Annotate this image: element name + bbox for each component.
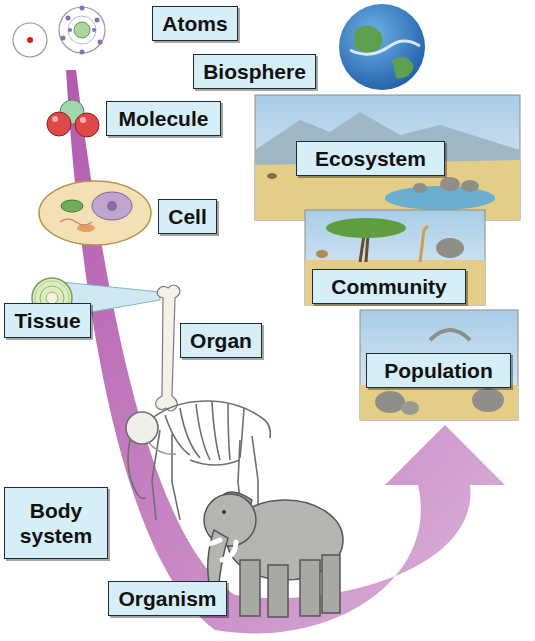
molecule-icon-part	[52, 116, 58, 122]
level-label: Biosphere	[203, 59, 306, 84]
level-label: Cell	[168, 204, 207, 229]
population-scene-part	[472, 388, 504, 412]
earth-icon-part	[339, 4, 425, 90]
level-label-box: Organism	[108, 581, 227, 616]
community-scene-part	[316, 250, 328, 258]
elephant-icon-part	[268, 565, 288, 617]
population-scene-part	[401, 401, 419, 415]
community-scene-part	[360, 235, 368, 262]
molecule-icon-part	[47, 112, 71, 136]
community-scene	[305, 210, 485, 305]
atom-icons-part	[68, 28, 72, 32]
atom-icons-part	[80, 50, 85, 55]
cell-icon-part	[92, 192, 132, 220]
cell-icon-part	[60, 219, 92, 225]
level-label: Population	[384, 358, 493, 383]
molecule-icon-part	[75, 113, 99, 137]
level-label-box: Biosphere	[193, 54, 316, 89]
level-label: Ecosystem	[315, 146, 426, 171]
atom-icons-part	[80, 6, 85, 11]
level-label: Tissue	[14, 308, 80, 333]
bone-icon	[156, 285, 180, 411]
level-label-box: Cell	[158, 199, 217, 234]
level-label: Organ	[190, 328, 252, 353]
elephant-icon-part	[190, 536, 220, 544]
atom-icons-part	[95, 18, 100, 23]
level-label-box: Atoms	[152, 6, 238, 41]
cell-icon-part	[107, 201, 117, 211]
ecosystem-scene-part	[255, 112, 520, 220]
skeleton-icon-part	[126, 412, 158, 444]
ecosystem-scene-part	[413, 183, 427, 193]
population-scene	[360, 310, 518, 420]
bone-icon-part	[156, 285, 180, 411]
atom-icons-part	[98, 40, 103, 45]
level-label-box: Ecosystem	[296, 141, 445, 176]
level-label: Community	[331, 274, 447, 299]
skeleton-icon-part	[190, 460, 240, 465]
elephant-icon-part	[322, 555, 340, 613]
atom-icons	[13, 6, 105, 58]
atom-icons-part	[74, 22, 90, 38]
earth-icon-part	[350, 41, 420, 54]
elephant-icon-part	[222, 510, 226, 514]
elephant-icon-part	[240, 560, 260, 616]
level-label-box: Population	[366, 353, 511, 388]
ecosystem-scene-part	[461, 180, 479, 192]
level-label-box: Body system	[4, 487, 108, 559]
atom-icons-part	[68, 16, 96, 44]
ecosystem-scene-part	[385, 186, 495, 210]
atom-icons-part	[66, 16, 71, 21]
community-scene-part	[305, 260, 485, 305]
atom-icons-part	[61, 36, 66, 41]
cell-icon-part	[61, 200, 83, 212]
skeleton-icon-part	[128, 440, 146, 498]
atom-icons-part	[13, 23, 47, 57]
ecosystem-scene	[255, 95, 520, 220]
level-label: Atoms	[162, 11, 227, 36]
skeleton-icon-part	[150, 401, 262, 420]
community-scene-part	[326, 218, 406, 238]
community-scene-part	[436, 238, 464, 258]
atom-icons-part	[27, 37, 33, 43]
elephant-icon-part	[300, 560, 320, 616]
skeleton-icon-part	[262, 418, 270, 438]
ecosystem-scene-part	[255, 95, 520, 220]
skeleton-icon-part	[148, 442, 176, 454]
population-scene-part	[430, 330, 470, 340]
community-scene-part	[420, 226, 428, 262]
cell-icon-part	[39, 181, 151, 245]
skeleton-icon-part	[165, 402, 244, 460]
atom-icons-part	[59, 7, 105, 53]
level-label: Organism	[118, 586, 216, 611]
level-label-box: Molecule	[106, 101, 221, 136]
population-scene-part	[360, 310, 518, 420]
community-scene-part	[305, 210, 485, 305]
population-scene-part	[360, 385, 518, 420]
elephant-icon-part	[222, 542, 236, 560]
population-scene-part	[375, 391, 405, 413]
molecule-icon-part	[80, 117, 86, 123]
earth-icon-part	[354, 25, 383, 53]
ecosystem-scene-part	[267, 173, 277, 179]
atom-icons-part	[92, 28, 96, 32]
molecule-icon	[47, 100, 99, 137]
earth-icon	[339, 4, 425, 90]
level-label: Molecule	[119, 106, 209, 131]
level-label-box: Organ	[180, 323, 262, 358]
level-label-box: Community	[312, 269, 466, 304]
cell-icon	[39, 181, 151, 245]
level-label: Body system	[13, 498, 99, 548]
earth-icon-part	[392, 57, 414, 78]
ecosystem-scene-part	[440, 177, 460, 191]
level-label-box: Tissue	[4, 303, 91, 338]
